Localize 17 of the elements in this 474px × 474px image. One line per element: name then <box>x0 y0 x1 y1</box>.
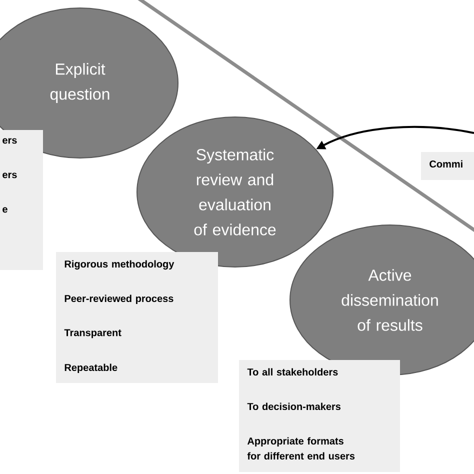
node-label: Active dissemination of results <box>342 269 438 331</box>
node-label: To decision-makers <box>247 402 341 410</box>
node-label: Rigorous methodology <box>64 260 174 270</box>
list-box <box>0 130 43 270</box>
node-label: ers <box>2 172 17 178</box>
node-label: Appropriate formats for different end users <box>247 437 355 460</box>
node-label: Repeatable <box>64 364 118 374</box>
node-label: Transparent <box>64 329 122 338</box>
node-label: Peer-reviewed process <box>64 294 174 304</box>
node-label: e <box>2 207 8 213</box>
node-label: ers <box>2 138 17 144</box>
node-label: Commi <box>430 160 462 168</box>
node-label: Explicit question <box>50 63 110 103</box>
node-label: Systematic review and evaluation of evidence <box>194 148 276 236</box>
list-box <box>239 360 400 472</box>
node-label: To all stakeholders <box>247 368 338 376</box>
list-box <box>56 252 218 383</box>
